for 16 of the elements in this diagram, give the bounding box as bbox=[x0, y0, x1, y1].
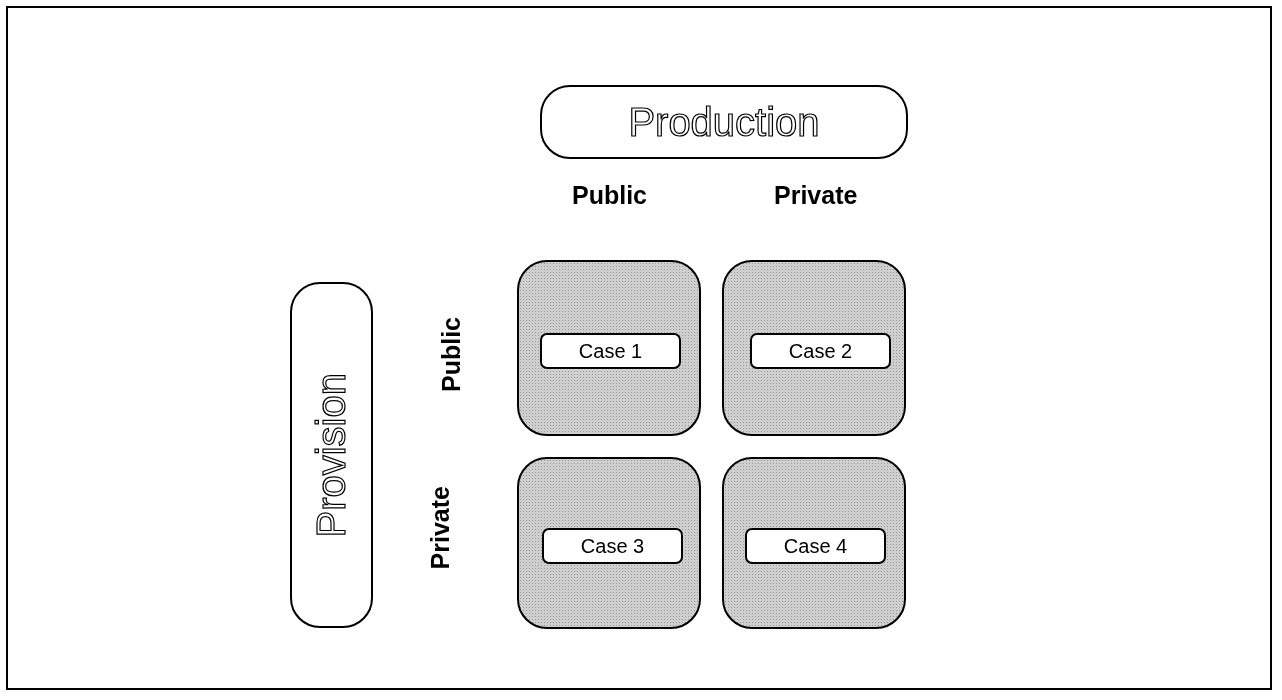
quadrant-panel bbox=[517, 260, 701, 436]
axis-title: Production bbox=[628, 99, 820, 145]
case-box: Case 1 bbox=[540, 333, 681, 369]
axis-title-box bbox=[540, 85, 908, 159]
row-header: Public bbox=[437, 317, 466, 392]
case-box: Case 3 bbox=[542, 528, 683, 564]
quadrant-panel bbox=[722, 457, 906, 629]
case-box: Case 4 bbox=[745, 528, 886, 564]
column-header: Public bbox=[572, 181, 647, 210]
row-header: Private bbox=[426, 486, 455, 570]
axis-title: Provision bbox=[309, 372, 354, 538]
column-header: Private bbox=[774, 181, 858, 210]
quadrant-panel bbox=[722, 260, 906, 436]
axis-title-box bbox=[290, 282, 373, 628]
case-box: Case 2 bbox=[750, 333, 891, 369]
quadrant-panel bbox=[517, 457, 701, 629]
